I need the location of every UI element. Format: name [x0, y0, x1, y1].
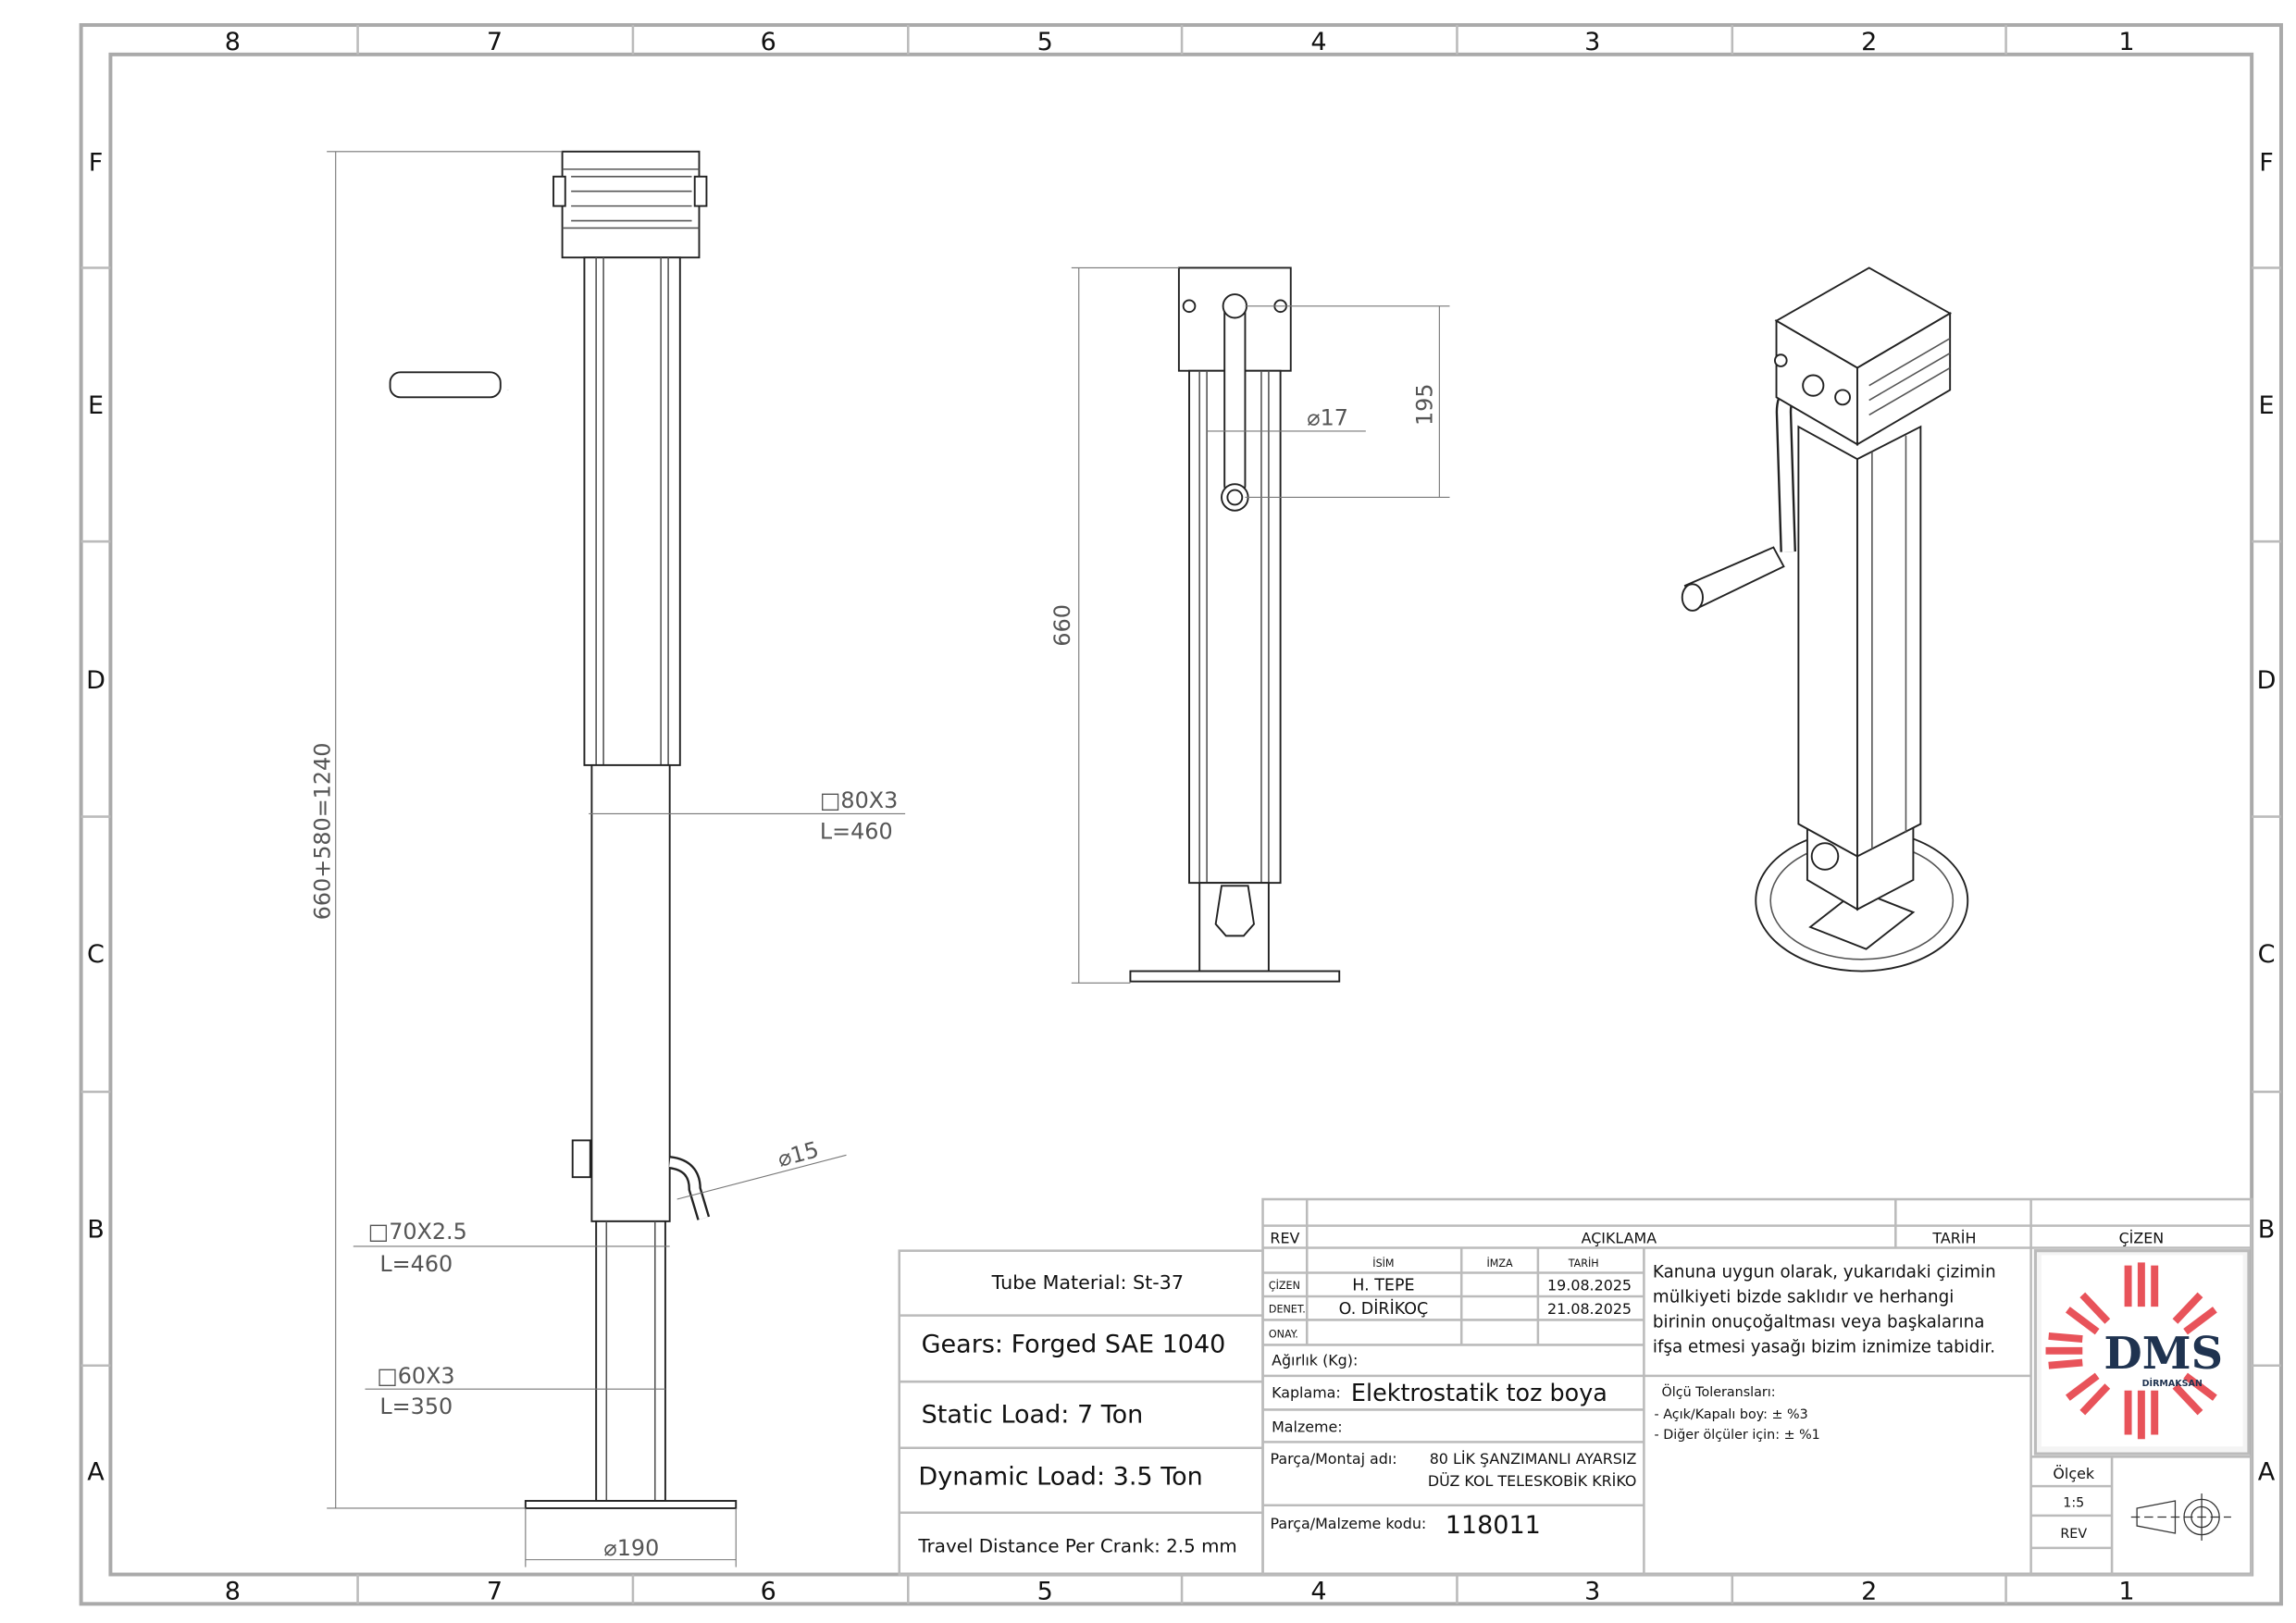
col-label: 1: [2118, 28, 2134, 56]
tube-material-spec: Tube Material: St-37: [991, 1271, 1184, 1294]
role-label: ÇİZEN: [1269, 1280, 1300, 1292]
sig-date-header: TARİH: [1568, 1258, 1599, 1270]
spec-table: Tube Material: St-37 Gears: Forged SAE 1…: [898, 1249, 1264, 1576]
col-label: 5: [1037, 28, 1053, 56]
logo-text: DMS: [2104, 1328, 2223, 1380]
gears-spec: Gears: Forged SAE 1040: [922, 1330, 1226, 1358]
scale-value: 1:5: [2063, 1495, 2084, 1510]
notice-line: ifşa etmesi yasağı bizim iznimize tabidi…: [1653, 1337, 1995, 1357]
col-label: 7: [487, 28, 503, 56]
row-label: A: [87, 1458, 105, 1487]
part-code-label: Parça/Malzeme kodu:: [1270, 1515, 1426, 1532]
row-label: F: [2259, 148, 2274, 177]
tolerance-title: Ölçü Toleransları:: [1661, 1383, 1775, 1400]
tube2-length-label: L=460: [379, 1251, 453, 1277]
iso-tube-left: [1797, 425, 1858, 859]
date-header: TARİH: [1931, 1230, 1976, 1247]
row-label: C: [2258, 940, 2276, 969]
iso-tube-right: [1856, 425, 1922, 859]
logo-subtext: DİRMAKSAN: [2142, 1379, 2203, 1389]
tube1-length-label: L=460: [820, 818, 893, 844]
row-label: F: [89, 148, 104, 177]
col-label: 3: [1584, 28, 1600, 56]
col-label: 4: [1310, 28, 1326, 56]
tube3-length-label: L=350: [379, 1394, 453, 1419]
col-label: 8: [225, 1578, 241, 1606]
zone-ticks: [81, 25, 2281, 1604]
part-name-line2: DÜZ KOL TELESKOBİK KRİKO: [1428, 1472, 1637, 1490]
col-label: 5: [1037, 1578, 1053, 1606]
coating-value: Elektrostatik toz boya: [1351, 1379, 1607, 1406]
drawn-header: ÇİZEN: [2119, 1230, 2165, 1247]
shaft-diameter-label: ⌀17: [1307, 405, 1348, 431]
front-height-label: 660: [1049, 604, 1075, 647]
part-name-line1: 80 LİK ŞANZIMANLI AYARSIZ: [1430, 1450, 1637, 1468]
side-view: 660+580=1240 □80X3 L=460 □70X2.5 L=460 □…: [309, 150, 906, 1567]
col-label: 2: [1861, 1578, 1877, 1606]
rev-header: REV: [1270, 1230, 1299, 1247]
tolerance-2: - Diğer ölçüler için: ± %1: [1655, 1428, 1820, 1443]
col-label: 8: [225, 28, 241, 56]
part-name-label: Parça/Montaj adı:: [1270, 1450, 1396, 1468]
part-code: 118011: [1446, 1511, 1541, 1540]
role-label: DENET.: [1269, 1303, 1306, 1315]
checked-date: 21.08.2025: [1547, 1300, 1632, 1318]
role-label: ONAY.: [1269, 1328, 1298, 1340]
scale-label: Ölçek: [2053, 1465, 2094, 1482]
projection-symbol-icon: [2130, 1493, 2231, 1541]
static-load-spec: Static Load: 7 Ton: [922, 1401, 1144, 1430]
row-label: D: [2257, 666, 2277, 695]
travel-spec: Travel Distance Per Crank: 2.5 mm: [917, 1536, 1236, 1557]
dms-logo: DMS DİRMAKSAN: [2033, 1249, 2251, 1456]
row-label: C: [87, 940, 105, 969]
checked-by-name: O. DİRİKOÇ: [1339, 1299, 1429, 1319]
weight-label: Ağırlık (Kg):: [1272, 1352, 1358, 1369]
crank-offset-label: 195: [1411, 384, 1437, 427]
col-label: 4: [1310, 1578, 1326, 1606]
front-view: 660 195 ⌀17: [1049, 266, 1450, 984]
col-label: 2: [1861, 28, 1877, 56]
base-diameter-label: ⌀190: [603, 1535, 659, 1561]
base-plate: [524, 1500, 738, 1509]
col-label: 1: [2118, 1578, 2134, 1606]
notice-line: Kanuna uygun olarak, yukarıdaki çizimin: [1653, 1262, 1996, 1282]
row-label: B: [2258, 1215, 2276, 1244]
tube2-section-label: □70X2.5: [368, 1219, 467, 1245]
dynamic-load-spec: Dynamic Load: 3.5 Ton: [918, 1463, 1202, 1492]
notice-line: mülkiyeti bizde saklıdır ve herhangi: [1653, 1287, 1954, 1307]
row-label: B: [87, 1215, 105, 1244]
row-label: A: [2258, 1458, 2276, 1487]
name-header: İSİM: [1372, 1258, 1394, 1270]
outer-tube: [583, 256, 681, 766]
col-label: 3: [1584, 1578, 1600, 1606]
col-label: 7: [487, 1578, 503, 1606]
drawn-by-name: H. TEPE: [1352, 1277, 1414, 1295]
title-block: REV AÇIKLAMA TARİH ÇİZEN İSİM İMZA TARİH…: [1261, 1197, 2253, 1576]
signature-header: İMZA: [1486, 1258, 1513, 1270]
col-label: 6: [761, 1578, 776, 1606]
drawn-date: 19.08.2025: [1547, 1277, 1632, 1295]
logo-rays-icon: [2045, 1262, 2217, 1440]
tube1-section-label: □80X3: [820, 787, 898, 813]
tube3-section-label: □60X3: [377, 1363, 454, 1389]
grid-labels: 8 7 6 5 4 3 2 1 8 7 6 5 4 3 2 1 F E D C …: [86, 28, 2276, 1605]
crank-diameter-label: ⌀15: [775, 1136, 821, 1172]
notice-line: birinin onuçoğaltması veya başkalarına: [1653, 1312, 1984, 1332]
row-label: E: [88, 391, 104, 420]
coating-label: Kaplama:: [1272, 1384, 1341, 1402]
total-height-dimension: 660+580=1240: [309, 743, 335, 921]
col-label: 6: [761, 28, 776, 56]
row-label: E: [2259, 391, 2275, 420]
row-label: D: [86, 666, 105, 695]
isometric-view: [1681, 266, 1969, 973]
rev-label: REV: [2060, 1527, 2087, 1542]
gearbox: [561, 150, 701, 259]
base-front: [1129, 970, 1341, 983]
middle-tube: [590, 763, 671, 1222]
material-label: Malzeme:: [1272, 1418, 1343, 1435]
tolerance-1: - Açık/Kapalı boy: ± %3: [1655, 1407, 1808, 1422]
description-header: AÇIKLAMA: [1582, 1230, 1657, 1247]
crank-handle-grip: [389, 371, 502, 399]
